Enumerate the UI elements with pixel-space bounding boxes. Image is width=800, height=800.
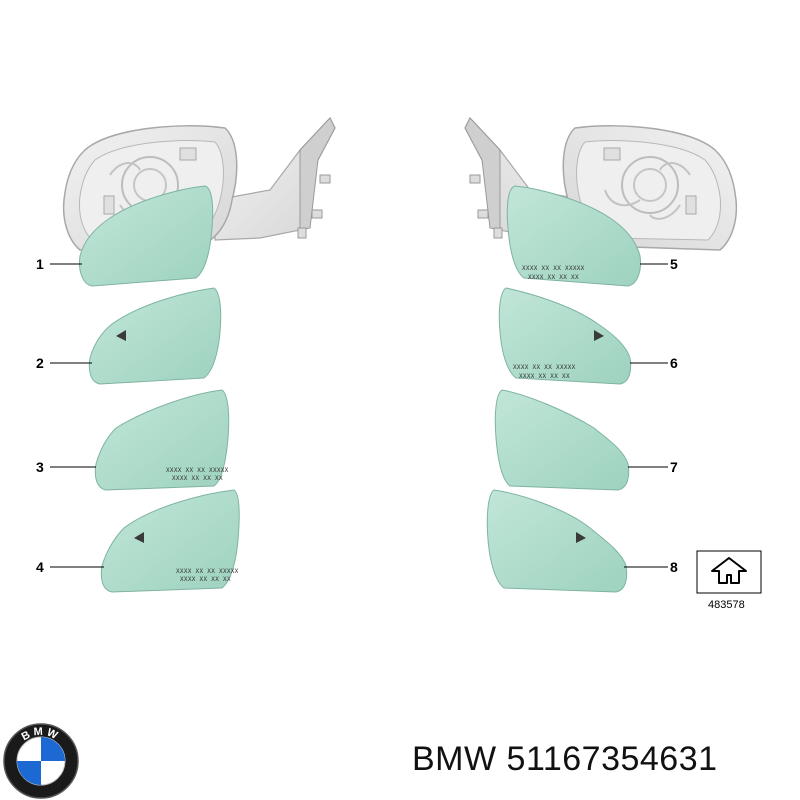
glass-marking-line2: XXXX XX XX XX <box>172 475 223 482</box>
mirror-glass-1 <box>79 185 214 287</box>
callout-leaders <box>50 263 668 568</box>
callout-8: 8 <box>670 559 678 575</box>
blind-spot-triangle-icon <box>594 330 604 341</box>
callout-7: 7 <box>670 459 678 475</box>
glass-marking-line1: XXXX XX XX XXXXX <box>176 568 239 575</box>
up-arrow-icon <box>711 557 747 584</box>
mirror-glass-7 <box>494 389 630 491</box>
callout-5: 5 <box>670 256 678 272</box>
svg-text:BMW: BMW <box>20 726 63 744</box>
glass-marking-line1: XXXX XX XX XXXXX <box>166 467 229 474</box>
blind-spot-triangle-icon <box>134 532 144 543</box>
callout-6: 6 <box>670 355 678 371</box>
mirror-glass-8 <box>486 489 628 593</box>
mirror-glass-4 <box>100 489 240 593</box>
glass-marking-line2: XXXX XX XX XX <box>519 373 570 380</box>
mirror-glass-5 <box>506 185 641 287</box>
callout-4: 4 <box>36 559 44 575</box>
callout-2: 2 <box>36 355 44 371</box>
blind-spot-triangle-icon <box>116 330 126 341</box>
mirror-glass-2 <box>88 287 222 385</box>
glass-marking-line2: XXXX XX XX XX <box>180 576 231 583</box>
mirror-glass-3 <box>94 389 230 491</box>
callout-1: 1 <box>36 256 44 272</box>
bmw-logo: BMW <box>3 723 79 799</box>
glass-marking-line1: XXXX XX XX XXXXX <box>522 265 585 272</box>
glass-marking-line1: XXXX XX XX XXXXX <box>513 364 576 371</box>
brand-name: BMW <box>412 740 497 778</box>
footer-part-label: BMW 51167354631 <box>412 740 792 779</box>
blind-spot-triangle-icon <box>576 532 586 543</box>
reference-box: 483578 <box>696 550 762 611</box>
reference-number: 483578 <box>708 599 745 611</box>
part-number: 51167354631 <box>506 740 718 778</box>
callout-3: 3 <box>36 459 44 475</box>
mirror-glass-6 <box>498 287 632 385</box>
glass-marking-line2: XXXX XX XX XX <box>528 274 579 281</box>
